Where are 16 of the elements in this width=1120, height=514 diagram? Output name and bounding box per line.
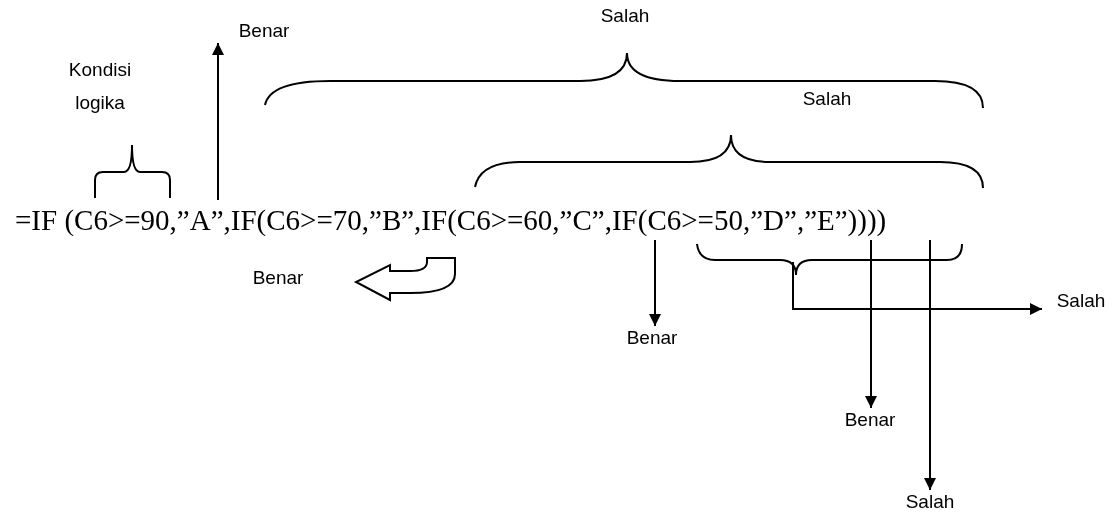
bracket-label: Salah bbox=[599, 4, 651, 28]
outcome-label: Salah bbox=[899, 490, 961, 514]
outcome-label: Benar bbox=[617, 326, 687, 350]
arrow bbox=[649, 239, 661, 327]
bracket-label: Kondisi logika bbox=[67, 58, 133, 115]
arrow bbox=[792, 261, 1043, 315]
outcome-label: Benar bbox=[229, 19, 299, 43]
outcome-label: Benar bbox=[243, 266, 313, 290]
arrow bbox=[212, 42, 224, 201]
outcome-label: Benar bbox=[835, 408, 905, 432]
arrow bbox=[924, 239, 936, 491]
block-arrow bbox=[355, 257, 456, 301]
arrow bbox=[865, 239, 877, 409]
bracket-label: Salah bbox=[801, 87, 853, 111]
outcome-label: Salah bbox=[1050, 289, 1112, 313]
formula: =IF (C6>=90,”A”,IF(C6>=70,”B”,IF(C6>=60,”C”,IF(C6>=50,”D”,”E”)))) bbox=[15, 200, 887, 240]
